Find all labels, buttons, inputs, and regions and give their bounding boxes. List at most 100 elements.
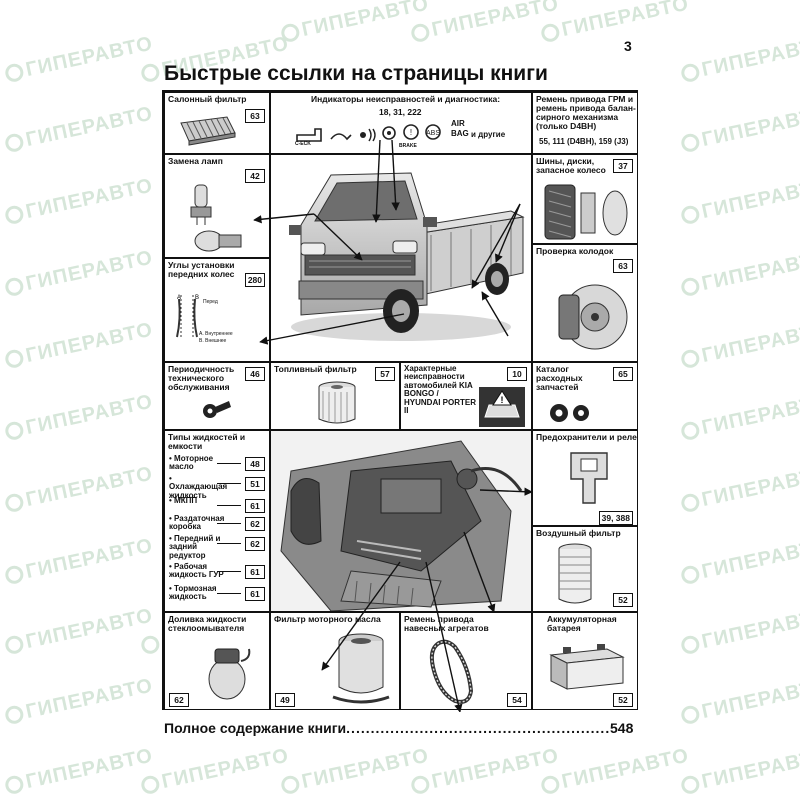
wheel-alignment-cell[interactable]: Углы установки передних колес 280 A B Пе…: [164, 258, 270, 362]
fluid-item-name: • Рабочая жидкость ГУР: [169, 562, 224, 580]
brake-pads-cell[interactable]: Проверка колодок 63: [532, 244, 638, 362]
consumables-page[interactable]: 65: [613, 367, 633, 381]
watermark-text: ГИПЕРАВТО: [23, 102, 155, 152]
washer-page[interactable]: 62: [169, 693, 189, 707]
battery-page[interactable]: 52: [613, 693, 633, 707]
battery-icon: [549, 644, 625, 690]
watermark: ГИПЕРАВТО: [3, 463, 155, 517]
washer-cell[interactable]: Доливка жидкости стеклоомывателя 62: [164, 612, 270, 710]
others-caption: и другие: [471, 130, 506, 139]
check-caption: C-ECK: [295, 141, 311, 147]
timing-belt-pages[interactable]: 55, 111 (D4BH), 159 (J3): [539, 137, 629, 146]
cabin-filter-cell[interactable]: Салонный фильтр 63: [164, 92, 270, 154]
battery-cell[interactable]: Аккумуляторная батарея 52: [532, 612, 638, 710]
watermark: ГИПЕРАВТО: [679, 605, 800, 659]
fuses-cell[interactable]: Предохранители и реле 39, 388: [532, 430, 638, 526]
fluid-item-page[interactable]: 62: [245, 517, 265, 531]
fluid-item-page[interactable]: 61: [245, 499, 265, 513]
fluid-item-name: • Моторное масло: [169, 454, 214, 472]
cabin-filter-label: Салонный фильтр: [168, 94, 247, 104]
watermark: ГИПЕРАВТО: [679, 175, 800, 229]
watermark-ring-icon: [139, 774, 162, 796]
watermark: ГИПЕРАВТО: [3, 319, 155, 373]
indicators-cell[interactable]: Индикаторы неисправностей и диагностика:…: [270, 92, 532, 154]
footer-page[interactable]: 548: [610, 720, 634, 736]
watermark-ring-icon: [3, 704, 26, 726]
fluid-item-page[interactable]: 51: [245, 477, 265, 491]
faults-page[interactable]: 10: [507, 367, 527, 381]
watermark: ГИПЕРАВТО: [3, 103, 155, 157]
watermark: ГИПЕРАВТО: [679, 33, 800, 87]
watermark-text: ГИПЕРАВТО: [699, 390, 800, 440]
watermark-ring-icon: [409, 774, 432, 796]
watermark-text: ГИПЕРАВТО: [559, 744, 691, 794]
indicators-pages[interactable]: 18, 31, 222: [379, 107, 422, 117]
watermark: ГИПЕРАВТО: [539, 745, 691, 799]
watermark: ГИПЕРАВТО: [3, 247, 155, 301]
cabin-filter-page[interactable]: 63: [245, 109, 265, 123]
gears-icon: [550, 404, 589, 422]
timing-belt-cell[interactable]: Ремень привода ГРМ и ремень привода бала…: [532, 92, 638, 154]
fluids-cell: Типы жидкостей и емкости • Моторное масл…: [164, 430, 270, 612]
fluid-item-page[interactable]: 61: [245, 565, 265, 579]
fuses-page[interactable]: 39, 388: [598, 511, 633, 525]
watermark: ГИПЕРАВТО: [679, 463, 800, 517]
drive-belt-page[interactable]: 54: [507, 693, 527, 707]
fuel-filter-page[interactable]: 57: [375, 367, 395, 381]
oil-filter-page[interactable]: 49: [275, 693, 295, 707]
brake-caption: BRAKE: [399, 143, 417, 149]
watermark-ring-icon: [3, 276, 26, 298]
watermark-text: ГИПЕРАВТО: [23, 318, 155, 368]
air-filter-label: Воздушный фильтр: [536, 528, 621, 538]
fluid-item-page[interactable]: 61: [245, 587, 265, 601]
fuse-icon: [570, 452, 608, 504]
fluid-item-page[interactable]: 48: [245, 457, 265, 471]
svg-text:!: !: [410, 128, 412, 137]
drive-belt-cell[interactable]: Ремень привода навесных агрегатов 54: [400, 612, 532, 710]
lamps-page[interactable]: 42: [245, 169, 265, 183]
maintenance-cell[interactable]: Периодичность технического обслуживания …: [164, 362, 270, 430]
table-of-contents-link[interactable]: Полное содержание книги.................…: [164, 720, 636, 736]
fluid-leader-line: [217, 523, 241, 524]
watermark-text: ГИПЕРАВТО: [23, 390, 155, 440]
oil-filter-icon: [332, 633, 390, 704]
brake-pads-label: Проверка колодок: [536, 246, 614, 256]
lamps-cell[interactable]: Замена ламп 42: [164, 154, 270, 258]
fluid-leader-line: [217, 483, 241, 484]
air-filter-page[interactable]: 52: [613, 593, 633, 607]
consumables-cell[interactable]: Каталог расходных запчастей 65: [532, 362, 638, 430]
brake-pads-page[interactable]: 63: [613, 259, 633, 273]
timing-belt-label: Ремень привода ГРМ и ремень привода бала…: [536, 94, 636, 131]
watermark-text: ГИПЕРАВТО: [429, 744, 561, 794]
watermark-text: ГИПЕРАВТО: [299, 0, 431, 42]
front-caption: Перед: [203, 299, 218, 305]
air-filter-cell[interactable]: Воздушный фильтр 52: [532, 526, 638, 612]
watermark-ring-icon: [409, 22, 432, 44]
drive-belt-label: Ремень привода навесных агрегатов: [404, 614, 489, 633]
watermark-ring-icon: [679, 276, 702, 298]
fuel-filter-cell[interactable]: Топливный фильтр 57: [270, 362, 400, 430]
fluid-leader-line: [217, 593, 241, 594]
watermark: ГИПЕРАВТО: [679, 675, 800, 729]
watermark: ГИПЕРАВТО: [679, 391, 800, 445]
fluid-item-page[interactable]: 62: [245, 537, 265, 551]
tires-page[interactable]: 37: [613, 159, 633, 173]
footer-label: Полное содержание книги: [164, 720, 347, 736]
watermark: ГИПЕРАВТО: [409, 0, 561, 46]
watermark: ГИПЕРАВТО: [279, 0, 431, 46]
oil-filter-cell[interactable]: Фильтр моторного масла 49: [270, 612, 400, 710]
washer-tank-icon: [208, 648, 251, 700]
wheel-alignment-page[interactable]: 280: [244, 273, 265, 287]
warning-lamps-icon: ! ABS: [296, 124, 441, 142]
watermark: ГИПЕРАВТО: [679, 319, 800, 373]
watermark-ring-icon: [279, 774, 302, 796]
svg-text:!: !: [501, 395, 504, 405]
tires-cell[interactable]: Шины, диски, запасное колесо 37: [532, 154, 638, 244]
fluid-item-name: • Раздаточная коробка: [169, 514, 225, 532]
maintenance-page[interactable]: 46: [245, 367, 265, 381]
watermark-ring-icon: [679, 774, 702, 796]
faults-cell[interactable]: Характерные неисправности автомобилей KI…: [400, 362, 532, 430]
watermark-text: ГИПЕРАВТО: [559, 0, 691, 42]
watermark-text: ГИПЕРАВТО: [699, 534, 800, 584]
watermark: ГИПЕРАВТО: [139, 745, 291, 799]
